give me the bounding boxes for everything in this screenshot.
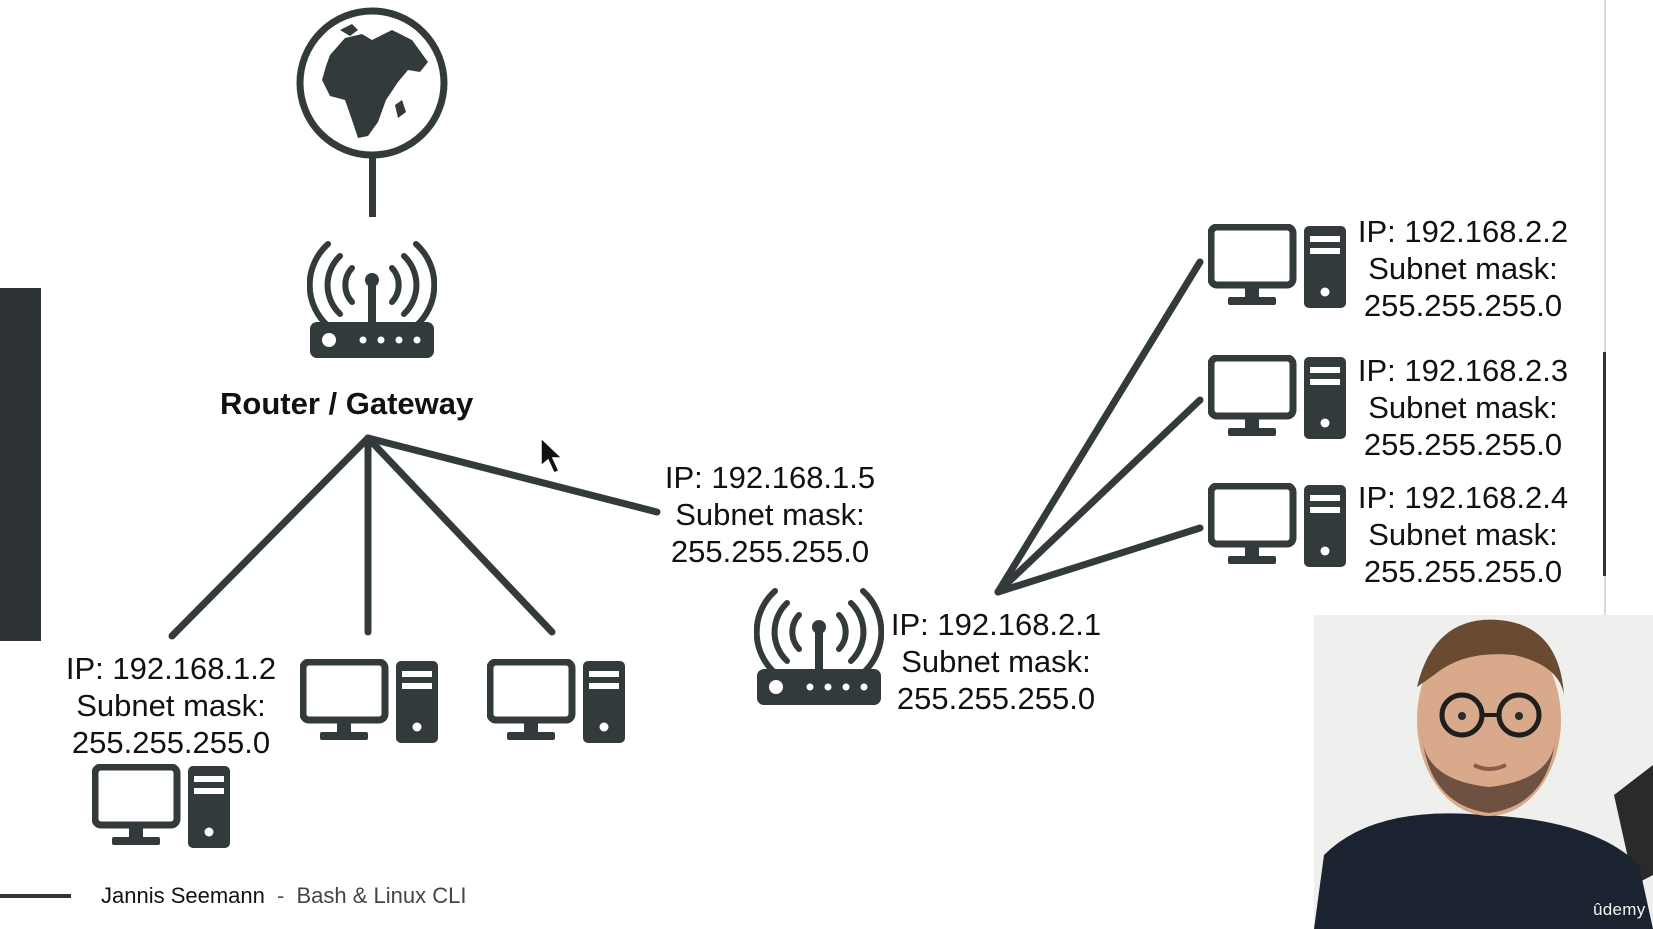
mask-label-text: Subnet mask: (901, 644, 1091, 679)
computer-icon (490, 661, 625, 743)
ip-text: IP: 192.168.1.5 (664, 460, 876, 495)
mask-value-text: 255.255.255.0 (1363, 288, 1563, 323)
ip-text: IP: 192.168.1.2 (65, 651, 277, 686)
scroll-indicator[interactable] (1603, 352, 1606, 576)
ip-text: IP: 192.168.2.1 (890, 607, 1102, 642)
host-label: IP: 192.168.2.4 Subnet mask: 255.255.255… (1353, 479, 1573, 590)
course-title: Bash & Linux CLI (296, 883, 467, 908)
mask-value-text: 255.255.255.0 (71, 725, 271, 760)
gateway-label: Router / Gateway (220, 386, 474, 421)
brand-watermark: ûdemy (1593, 900, 1646, 919)
link-label: IP: 192.168.1.5 Subnet mask: 255.255.255… (660, 459, 880, 570)
author-name: Jannis Seemann (101, 883, 265, 908)
ip-text: IP: 192.168.2.4 (1357, 480, 1569, 515)
mask-value-text: 255.255.255.0 (1363, 427, 1563, 462)
footer-separator: - (277, 883, 285, 908)
ip-text: IP: 192.168.2.2 (1357, 214, 1569, 249)
mask-label-text: Subnet mask: (1368, 390, 1558, 425)
mask-value-text: 255.255.255.0 (670, 534, 870, 569)
slide-footer: Jannis Seemann - Bash & Linux CLI (101, 883, 466, 909)
connection-lines (168, 258, 1204, 640)
presenter-silhouette (1314, 615, 1653, 929)
host-label: IP: 192.168.1.2 Subnet mask: 255.255.255… (61, 650, 281, 761)
router-label: IP: 192.168.2.1 Subnet mask: 255.255.255… (886, 606, 1106, 717)
gateway-router-icon (310, 244, 435, 358)
computer-icon (95, 766, 230, 848)
footer-rule (0, 894, 71, 898)
computer-icon (1211, 357, 1346, 439)
computer-icon (1211, 485, 1346, 567)
computer-icon (303, 661, 438, 743)
globe-icon (296, 7, 448, 217)
mask-label-text: Subnet mask: (1368, 517, 1558, 552)
host-label: IP: 192.168.2.2 Subnet mask: 255.255.255… (1353, 213, 1573, 324)
mask-value-text: 255.255.255.0 (1363, 554, 1563, 589)
mask-label-text: Subnet mask: (76, 688, 266, 723)
mouse-pointer-icon (540, 436, 564, 474)
mask-label-text: Subnet mask: (1368, 251, 1558, 286)
subnet-router-icon (757, 591, 882, 705)
mask-label-text: Subnet mask: (675, 497, 865, 532)
mask-value-text: 255.255.255.0 (896, 681, 1096, 716)
ip-text: IP: 192.168.2.3 (1357, 353, 1569, 388)
presenter-webcam (1314, 615, 1653, 929)
slide-side-bar (0, 288, 41, 641)
computer-icon (1211, 226, 1346, 308)
host-label: IP: 192.168.2.3 Subnet mask: 255.255.255… (1353, 352, 1573, 463)
